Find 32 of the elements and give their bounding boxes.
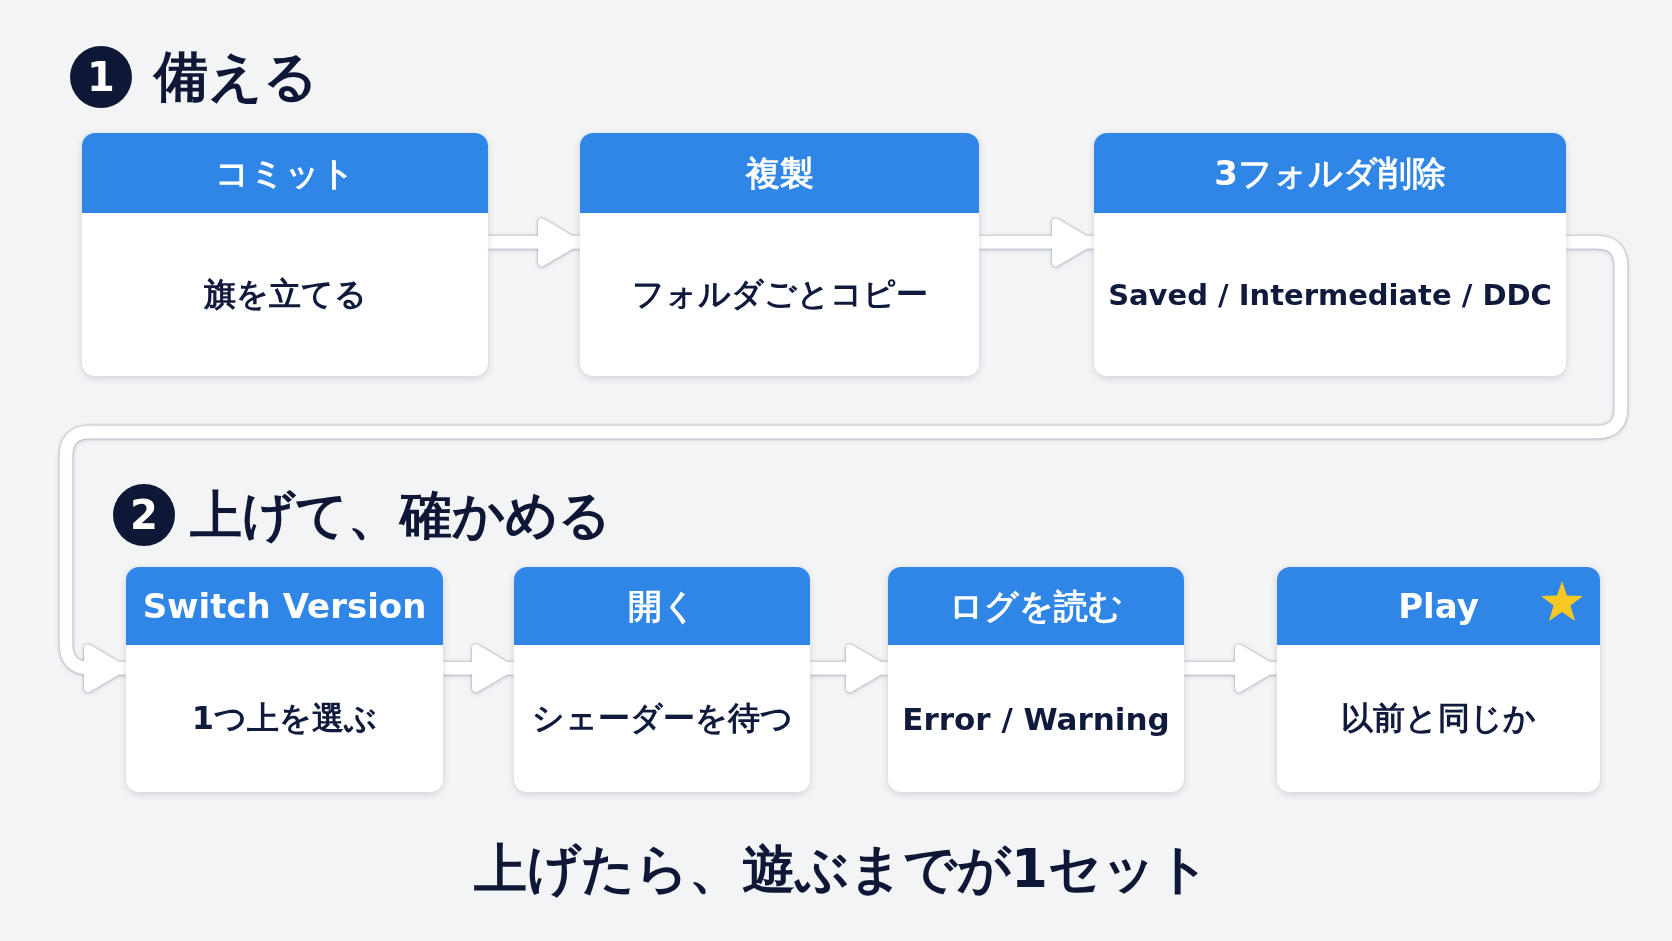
- step-number: 1: [70, 46, 132, 108]
- step-card: [82, 133, 488, 376]
- step-description: フォルダごとコピー: [631, 273, 928, 315]
- step-title: Play: [1277, 567, 1600, 645]
- flow-arrow: [1184, 644, 1277, 693]
- step-card: [126, 567, 443, 792]
- step-description: 旗を立てる: [203, 273, 367, 315]
- flow-arrow: [810, 644, 888, 693]
- step-card: [580, 133, 979, 376]
- step-card: [1094, 133, 1566, 376]
- step-description: 1つ上を選ぶ: [191, 697, 378, 739]
- step-card: [888, 567, 1184, 792]
- step-description: Saved / Intermediate / DDC: [1108, 277, 1552, 312]
- step-title: ログを読む: [888, 567, 1184, 645]
- flow-arrow: [443, 644, 514, 693]
- step-title: Switch Version: [126, 567, 443, 645]
- flow-arrow: [59, 235, 1628, 693]
- step-card: [1277, 567, 1600, 792]
- step-title: 開く: [514, 567, 810, 645]
- section-heading: 備える: [154, 46, 318, 108]
- step-description: 以前と同じか: [1341, 697, 1536, 739]
- section-heading: 上げて、確かめる: [190, 484, 611, 546]
- step-description: シェーダーを待つ: [531, 697, 793, 739]
- step-title: 3フォルダ削除: [1094, 133, 1566, 213]
- step-title: コミット: [82, 133, 488, 213]
- caption-text: 上げたら、遊ぶまでが1セット: [474, 837, 1210, 901]
- flow-arrow: [979, 218, 1094, 267]
- step-title: 複製: [580, 133, 979, 213]
- step-number: 2: [113, 484, 175, 546]
- flow-arrow: [488, 218, 580, 267]
- step-description: Error / Warning: [902, 700, 1170, 737]
- step-card: [514, 567, 810, 792]
